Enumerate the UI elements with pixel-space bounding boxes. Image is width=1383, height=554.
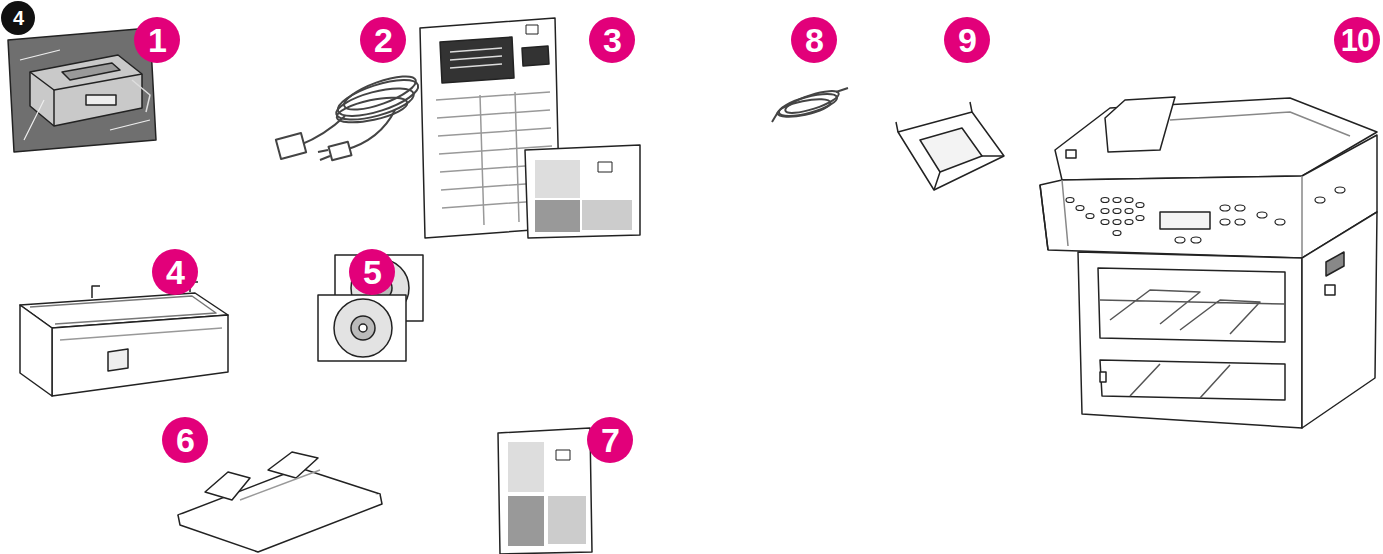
getting-started-guide — [498, 428, 592, 554]
callout-number: 10 — [1334, 17, 1380, 63]
input-tray-piece — [896, 102, 1004, 190]
callout-number: 6 — [162, 417, 208, 463]
callout-number: 1 — [134, 17, 180, 63]
toner-cartridge — [8, 28, 156, 152]
phone-cord — [772, 87, 848, 122]
callout-number: 2 — [360, 17, 406, 63]
step-number: 4 — [1, 1, 35, 35]
callout-number: 8 — [791, 17, 837, 63]
output-bin — [178, 452, 382, 552]
callout-number: 5 — [349, 249, 395, 295]
callout-number: 3 — [589, 17, 635, 63]
paper-tray — [20, 282, 228, 396]
callout-number: 7 — [587, 417, 633, 463]
all-in-one-printer — [1040, 97, 1377, 428]
power-cord — [276, 70, 422, 161]
callout-number: 4 — [152, 249, 198, 295]
callout-number: 9 — [944, 17, 990, 63]
setup-guide — [525, 145, 640, 238]
